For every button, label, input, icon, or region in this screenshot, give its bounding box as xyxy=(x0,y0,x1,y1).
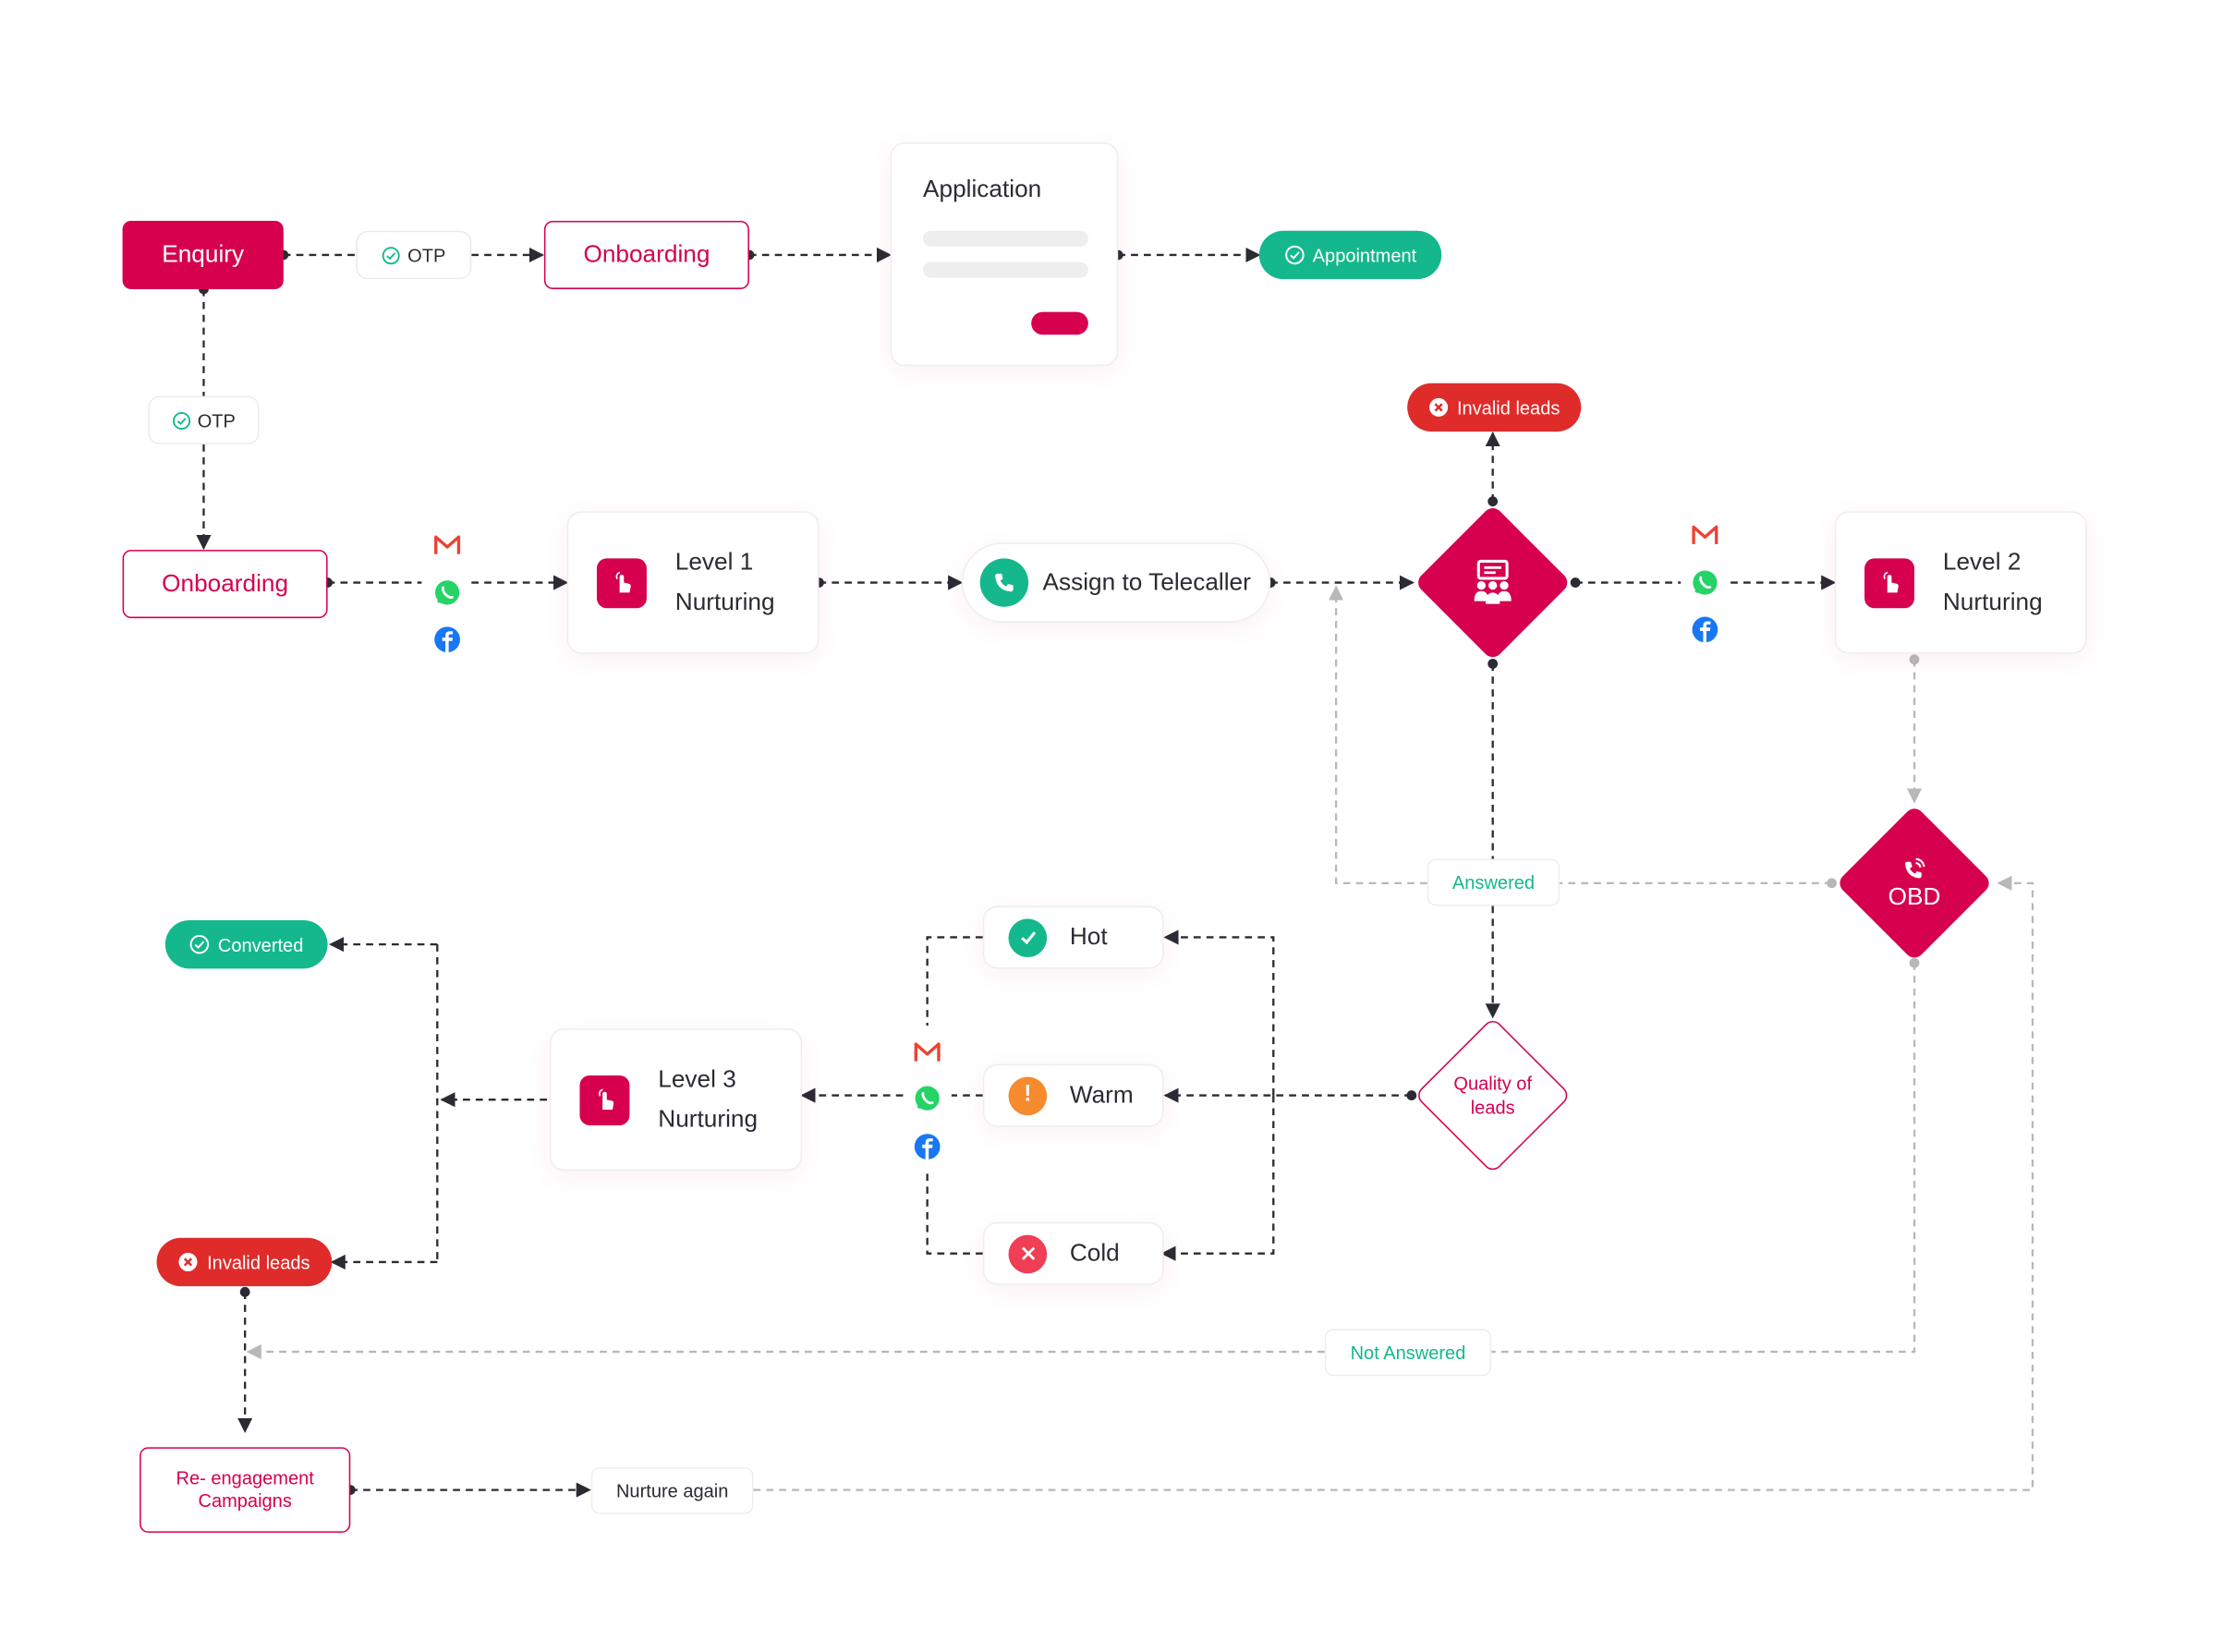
wire-answered-telecaller xyxy=(1329,585,1427,885)
gmail-icon xyxy=(914,1042,941,1062)
whatsapp-icon xyxy=(1693,570,1718,595)
phone-ring-icon xyxy=(1905,857,1925,879)
whatsapp-icon xyxy=(915,1086,940,1111)
obd-diamond-content: OBD xyxy=(1859,828,1970,939)
gmail-icon xyxy=(1692,525,1718,544)
check-circle-icon xyxy=(172,411,190,430)
invalid-leads-top-pill: Invalid leads xyxy=(1407,383,1582,432)
quality-line2: leads xyxy=(1470,1097,1515,1119)
whatsapp-icon xyxy=(434,580,460,605)
hot-label: Hot xyxy=(1069,923,1108,951)
check-circle-icon xyxy=(1284,245,1304,265)
otp-text: OTP xyxy=(407,244,446,266)
check-circle-icon xyxy=(189,934,210,954)
cold-node[interactable]: Cold xyxy=(982,1221,1164,1285)
appointment-pill: Appointment xyxy=(1258,230,1442,280)
wire-quality-hot xyxy=(1163,929,1275,1096)
invalid-leads-bottom-pill: Invalid leads xyxy=(156,1237,333,1287)
warm-node[interactable]: ! Warm xyxy=(982,1063,1164,1127)
level2-subtitle: Nurturing xyxy=(1942,588,2043,616)
application-card[interactable]: Application xyxy=(890,142,1119,367)
wire-dots xyxy=(199,249,1581,1496)
invalid-leads-bottom-text: Invalid leads xyxy=(207,1251,310,1273)
x-circle-icon xyxy=(179,1252,199,1271)
application-field-2 xyxy=(923,261,1088,278)
x-icon xyxy=(1008,1233,1048,1273)
telecaller-label: Assign to Telecaller xyxy=(1042,568,1251,596)
wire-nurture-obd xyxy=(753,875,2034,1491)
hot-node[interactable]: Hot xyxy=(982,905,1164,969)
phone-icon xyxy=(979,558,1029,607)
otp-text: OTP xyxy=(197,409,236,431)
level1-card[interactable]: Level 1 Nurturing xyxy=(566,511,820,654)
team-diamond-content xyxy=(1438,527,1548,638)
tap-icon xyxy=(579,1075,630,1125)
invalid-leads-top-text: Invalid leads xyxy=(1456,396,1560,419)
converted-pill: Converted xyxy=(164,919,328,969)
tap-icon xyxy=(1864,557,1915,608)
exclamation-icon: ! xyxy=(1008,1075,1048,1115)
quality-line1: Quality of xyxy=(1453,1072,1533,1095)
wire-cold-socials xyxy=(926,1171,983,1255)
wire-obd-notanswered xyxy=(1491,963,1916,1354)
appointment-text: Appointment xyxy=(1312,244,1417,266)
cold-label: Cold xyxy=(1069,1239,1120,1267)
otp-horizontal-label: OTP xyxy=(356,230,472,280)
converted-text: Converted xyxy=(217,933,304,955)
application-field-1 xyxy=(923,230,1088,247)
facebook-icon xyxy=(914,1134,941,1160)
assign-telecaller-node[interactable]: Assign to Telecaller xyxy=(961,542,1271,623)
reengagement-node[interactable]: Re- engagement Campaigns xyxy=(140,1447,351,1533)
onboarding-top-node[interactable]: Onboarding xyxy=(543,220,749,289)
application-title: Application xyxy=(923,175,1042,202)
level1-title: Level 1 xyxy=(674,548,754,576)
team-icon xyxy=(1474,559,1512,604)
warm-label: Warm xyxy=(1069,1081,1134,1109)
otp-vertical-label: OTP xyxy=(148,395,260,445)
level2-card[interactable]: Level 2 Nurturing xyxy=(1834,511,2087,654)
reengagement-line1: Re- engagement xyxy=(176,1466,314,1489)
checkmark-icon xyxy=(1008,917,1048,957)
reengagement-line2: Campaigns xyxy=(198,1489,292,1512)
quality-diamond-content: Quality of leads xyxy=(1428,1039,1557,1150)
level3-title: Level 3 xyxy=(658,1065,736,1093)
facebook-icon xyxy=(1692,616,1718,643)
level3-card[interactable]: Level 3 Nurturing xyxy=(550,1028,802,1172)
level3-subtitle: Nurturing xyxy=(658,1105,759,1133)
enquiry-node[interactable]: Enquiry xyxy=(122,220,284,289)
nurture-again-label: Nurture again xyxy=(590,1466,754,1514)
obd-label: OBD xyxy=(1888,882,1941,911)
facebook-icon xyxy=(434,626,460,653)
tap-icon xyxy=(596,557,647,608)
onboarding-mid-node[interactable]: Onboarding xyxy=(122,550,328,619)
gmail-icon xyxy=(434,535,461,554)
x-circle-icon xyxy=(1428,397,1448,417)
check-circle-icon xyxy=(382,246,400,264)
wire-hot-socials xyxy=(926,936,983,1026)
onboarding-mid-label: Onboarding xyxy=(162,569,289,597)
wire-quality-cold xyxy=(1160,1095,1275,1261)
not-answered-label: Not Answered xyxy=(1324,1329,1492,1377)
onboarding-top-label: Onboarding xyxy=(583,240,710,268)
application-submit-button[interactable] xyxy=(1031,311,1088,335)
level1-subtitle: Nurturing xyxy=(674,588,775,616)
answered-label: Answered xyxy=(1427,858,1560,906)
enquiry-label: Enquiry xyxy=(162,240,245,268)
level2-title: Level 2 xyxy=(1942,548,2022,576)
